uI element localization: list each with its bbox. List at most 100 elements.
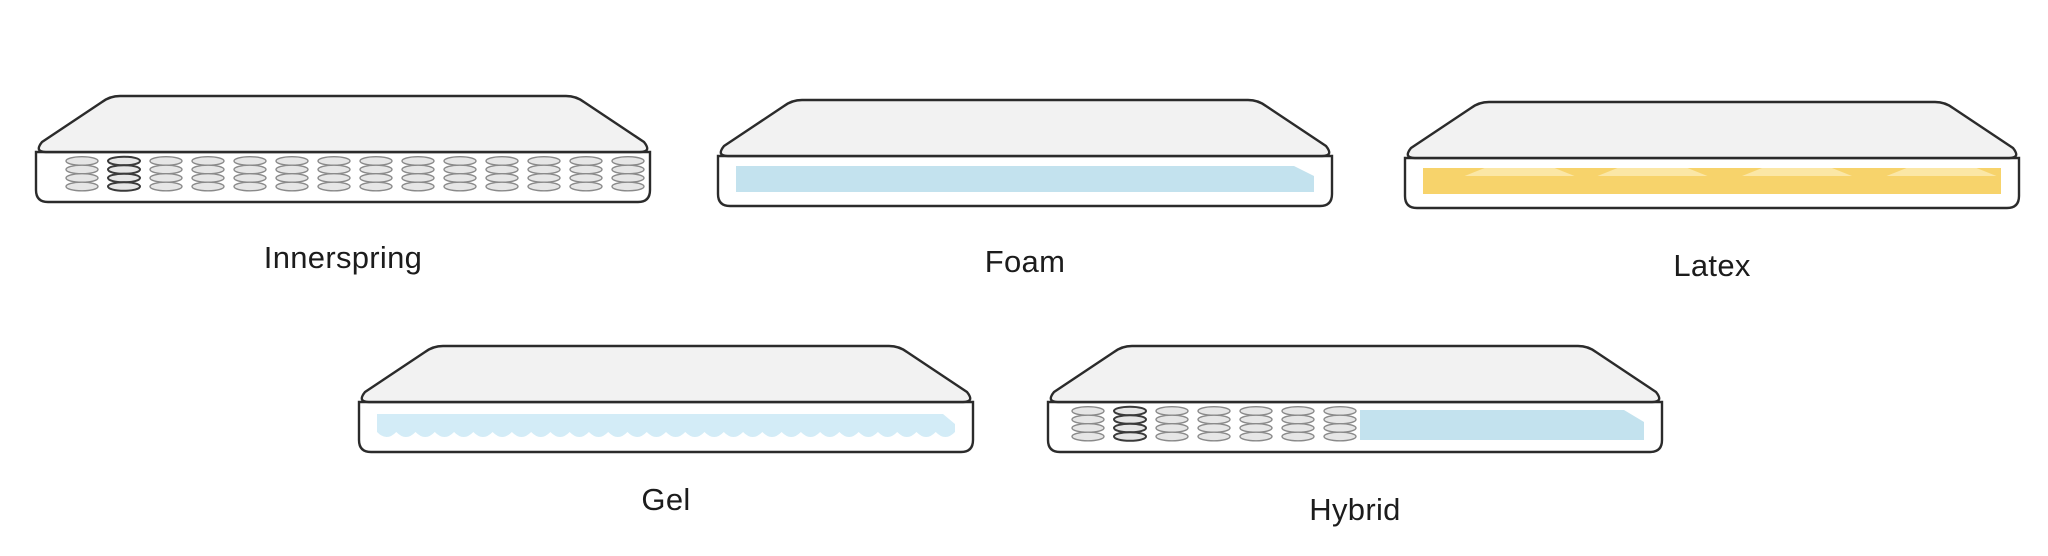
hybrid-coil (1113, 431, 1147, 442)
innerspring-coil (485, 164, 519, 175)
hybrid-label: Hybrid (1309, 492, 1401, 527)
hybrid-coil (1197, 431, 1231, 442)
hybrid-coil (1323, 423, 1357, 434)
hybrid-mattress (1046, 344, 1664, 454)
innerspring-coil (65, 181, 99, 192)
hybrid-coil (1281, 423, 1315, 434)
foam-label: Foam (984, 244, 1066, 279)
hybrid-coil (1197, 423, 1231, 434)
innerspring-coil (443, 172, 477, 183)
innerspring-coil (569, 172, 603, 183)
innerspring-coil (317, 181, 351, 192)
gel-mattress-top (360, 344, 972, 404)
hybrid-coil (1155, 431, 1189, 442)
innerspring-coil (191, 164, 225, 175)
hybrid-coil (1239, 414, 1273, 425)
innerspring-coil (401, 155, 435, 166)
innerspring-coil (191, 155, 225, 166)
innerspring-coil (359, 155, 393, 166)
innerspring-coil (107, 155, 141, 167)
hybrid-coil (1071, 431, 1105, 442)
innerspring-coil (275, 181, 309, 192)
innerspring-coil (611, 181, 645, 192)
latex-label: Latex (1673, 248, 1751, 283)
foam-mattress (716, 98, 1334, 208)
gel-label: Gel (641, 482, 691, 517)
innerspring-coil (149, 181, 183, 192)
hybrid-coil (1281, 431, 1315, 442)
innerspring-coil (65, 155, 99, 166)
innerspring-coil (191, 181, 225, 192)
hybrid-coil (1113, 405, 1147, 417)
hybrid-coil (1155, 414, 1189, 425)
innerspring-coil (359, 172, 393, 183)
innerspring-coil (611, 164, 645, 175)
innerspring-mattress (34, 94, 652, 204)
innerspring-coil (65, 172, 99, 183)
innerspring-coil (191, 172, 225, 183)
innerspring-coil (149, 164, 183, 175)
innerspring-coil (569, 155, 603, 166)
innerspring-coil (359, 181, 393, 192)
hybrid-coil (1281, 414, 1315, 425)
innerspring-label: Innerspring (263, 240, 423, 275)
innerspring-coil (443, 181, 477, 192)
innerspring-coil (107, 164, 141, 175)
hybrid-coil (1155, 406, 1189, 417)
innerspring-coil (485, 181, 519, 192)
innerspring-coil (317, 164, 351, 175)
innerspring-coil (107, 172, 141, 184)
innerspring-coil (233, 155, 267, 166)
innerspring-coil (443, 164, 477, 175)
innerspring-coil (527, 181, 561, 192)
innerspring-coil (401, 181, 435, 192)
latex-highlight (1886, 168, 1997, 176)
hybrid-mattress-top (1049, 344, 1661, 404)
innerspring-coil (527, 172, 561, 183)
hybrid-coil (1239, 406, 1273, 417)
hybrid-coil (1323, 406, 1357, 417)
latex-mattress-top (1406, 100, 2018, 160)
innerspring-coil (569, 181, 603, 192)
hybrid-coil (1323, 414, 1357, 425)
latex-highlight (1464, 168, 1575, 176)
hybrid-foam-layer (1360, 410, 1644, 440)
innerspring-coil (527, 164, 561, 175)
innerspring-coil (485, 155, 519, 166)
innerspring-coil (443, 155, 477, 166)
innerspring-coil (527, 155, 561, 166)
hybrid-coil (1239, 423, 1273, 434)
innerspring-coil (107, 181, 141, 192)
foam-mattress-top (719, 98, 1331, 158)
latex-highlight (1597, 168, 1708, 176)
innerspring-coil (149, 155, 183, 166)
gel-layer (377, 414, 955, 437)
hybrid-coil (1155, 423, 1189, 434)
innerspring-coil (401, 164, 435, 175)
latex-mattress (1403, 100, 2021, 210)
innerspring-coil (65, 164, 99, 175)
hybrid-coil (1071, 423, 1105, 434)
innerspring-coil (275, 155, 309, 166)
innerspring-coil (569, 164, 603, 175)
latex-highlight (1742, 168, 1852, 176)
hybrid-coil (1071, 406, 1105, 417)
hybrid-coil (1323, 431, 1357, 442)
hybrid-coil (1281, 406, 1315, 417)
hybrid-coil (1113, 414, 1147, 425)
innerspring-coil (611, 172, 645, 183)
innerspring-mattress-top (37, 94, 649, 154)
gel-mattress (357, 344, 975, 454)
innerspring-coil (233, 164, 267, 175)
hybrid-coil (1113, 422, 1147, 434)
hybrid-coil (1197, 414, 1231, 425)
innerspring-coil (317, 172, 351, 183)
innerspring-coil (149, 172, 183, 183)
innerspring-coil (233, 172, 267, 183)
innerspring-coil (359, 164, 393, 175)
foam-layer (736, 166, 1314, 192)
hybrid-coil (1239, 431, 1273, 442)
innerspring-coil (611, 155, 645, 166)
